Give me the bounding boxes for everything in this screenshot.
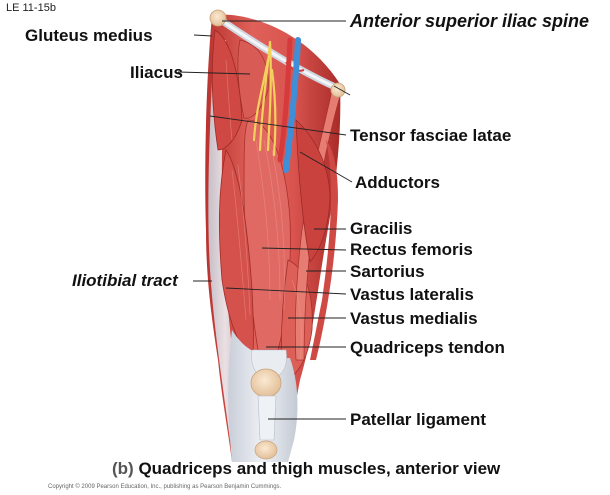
figure-caption: (b) Quadriceps and thigh muscles, anteri… <box>112 459 500 479</box>
tfl-muscle <box>211 29 243 151</box>
label-gracilis: Gracilis <box>350 219 413 238</box>
femoral-vein <box>283 37 301 173</box>
patellar-ligament-shape <box>257 395 277 441</box>
label-patellar-ligament: Patellar ligament <box>350 410 487 429</box>
gracilis-muscle <box>310 140 338 360</box>
figure-id: LE 11-15b <box>6 2 56 14</box>
leader-iliacus <box>177 71 251 75</box>
leader-rectus-femoris <box>261 247 347 251</box>
label-rectus-femoris: Rectus femoris <box>350 240 473 259</box>
leader-gluteus-medius <box>193 34 213 37</box>
copyright-notice: Copyright © 2009 Pearson Education, Inc.… <box>48 484 282 490</box>
label-iliotibial-tract: Iliotibial tract <box>72 271 178 290</box>
label-vastus-medialis: Vastus medialis <box>350 309 478 328</box>
leader-asis-end <box>333 85 351 96</box>
label-adductors: Adductors <box>355 173 440 192</box>
adductors-muscle <box>295 119 331 263</box>
label-vastus-lateralis: Vastus lateralis <box>350 285 474 304</box>
label-iliacus: Iliacus <box>130 63 183 82</box>
femoral-artery <box>277 37 293 163</box>
leader-vastus-lateralis <box>225 287 347 295</box>
patella <box>250 368 282 398</box>
leader-lines <box>177 20 353 420</box>
tibial-tuberosity <box>254 440 278 460</box>
label-quadriceps-tendon: Quadriceps tendon <box>350 338 505 357</box>
femoral-nerve <box>252 40 277 157</box>
asis-bone <box>209 9 227 27</box>
caption-tag: (b) <box>112 459 134 478</box>
pubic-bone <box>330 82 346 98</box>
muscle-fibres <box>225 59 302 361</box>
leader-tfl <box>209 115 347 136</box>
label-gluteus-medius: Gluteus medius <box>25 26 153 45</box>
label-tensor-fasciae-latae: Tensor fasciae latae <box>350 126 512 145</box>
label-sartorius: Sartorius <box>350 262 425 281</box>
caption-text: Quadriceps and thigh muscles, anterior v… <box>138 459 501 478</box>
leader-adductors <box>299 151 353 183</box>
label-asis: Anterior superior iliac spine <box>350 11 590 31</box>
